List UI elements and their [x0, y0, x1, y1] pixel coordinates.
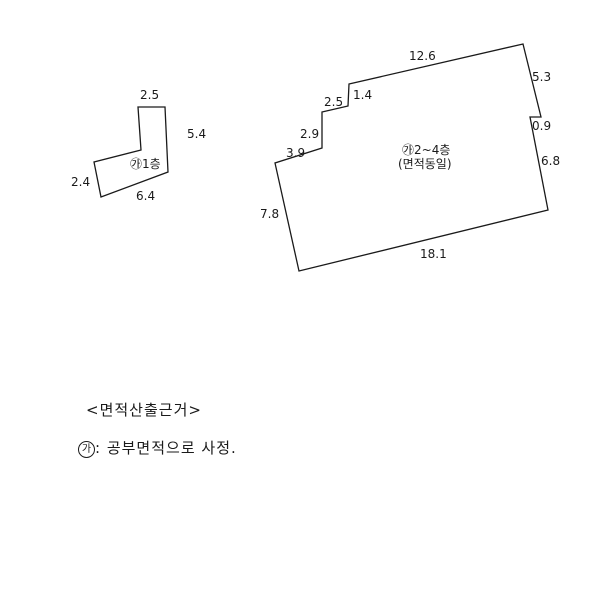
- floor-1-dim-bottom: 6.4: [136, 189, 155, 203]
- floor-2-4-dim-step-mid-top: 2.5: [324, 95, 343, 109]
- floor-1-dim-right: 5.4: [187, 127, 206, 141]
- notes-heading: <면적산출근거>: [86, 401, 202, 419]
- floor-2-4-dim-right-lower: 6.8: [541, 154, 560, 168]
- floor-2-4-dim-left: 7.8: [260, 207, 279, 221]
- floor-1-label: ㉮1층: [130, 157, 161, 171]
- floor-2-4-dim-bottom: 18.1: [420, 247, 447, 261]
- floor-2-4-dim-top: 12.6: [409, 49, 436, 63]
- floor-2-4-dim-step-left-vertical: 2.9: [300, 127, 319, 141]
- floor-1-dim-left: 2.4: [71, 175, 90, 189]
- floor-2-4-dim-step-mid-vertical: 1.4: [353, 88, 372, 102]
- floor-2-4-outline: [274, 43, 549, 272]
- floor-2-4-dim-notch: 0.9: [532, 119, 551, 133]
- floor-2-4-label-line1: ㉮2~4층: [402, 143, 450, 157]
- circled-marker: 가: [78, 441, 95, 458]
- floor-1-outline: [93, 106, 169, 198]
- floor-2-4-label-line2: (면적동일): [398, 157, 452, 171]
- floor-1-dim-top: 2.5: [140, 88, 159, 102]
- notes-line: 가: 공부면적으로 사정.: [78, 438, 237, 458]
- floor-2-4-dim-step-left-top: 3.9: [286, 146, 305, 160]
- notes-text: : 공부면적으로 사정.: [95, 439, 237, 457]
- floor-2-4-dim-right-upper: 5.3: [532, 70, 551, 84]
